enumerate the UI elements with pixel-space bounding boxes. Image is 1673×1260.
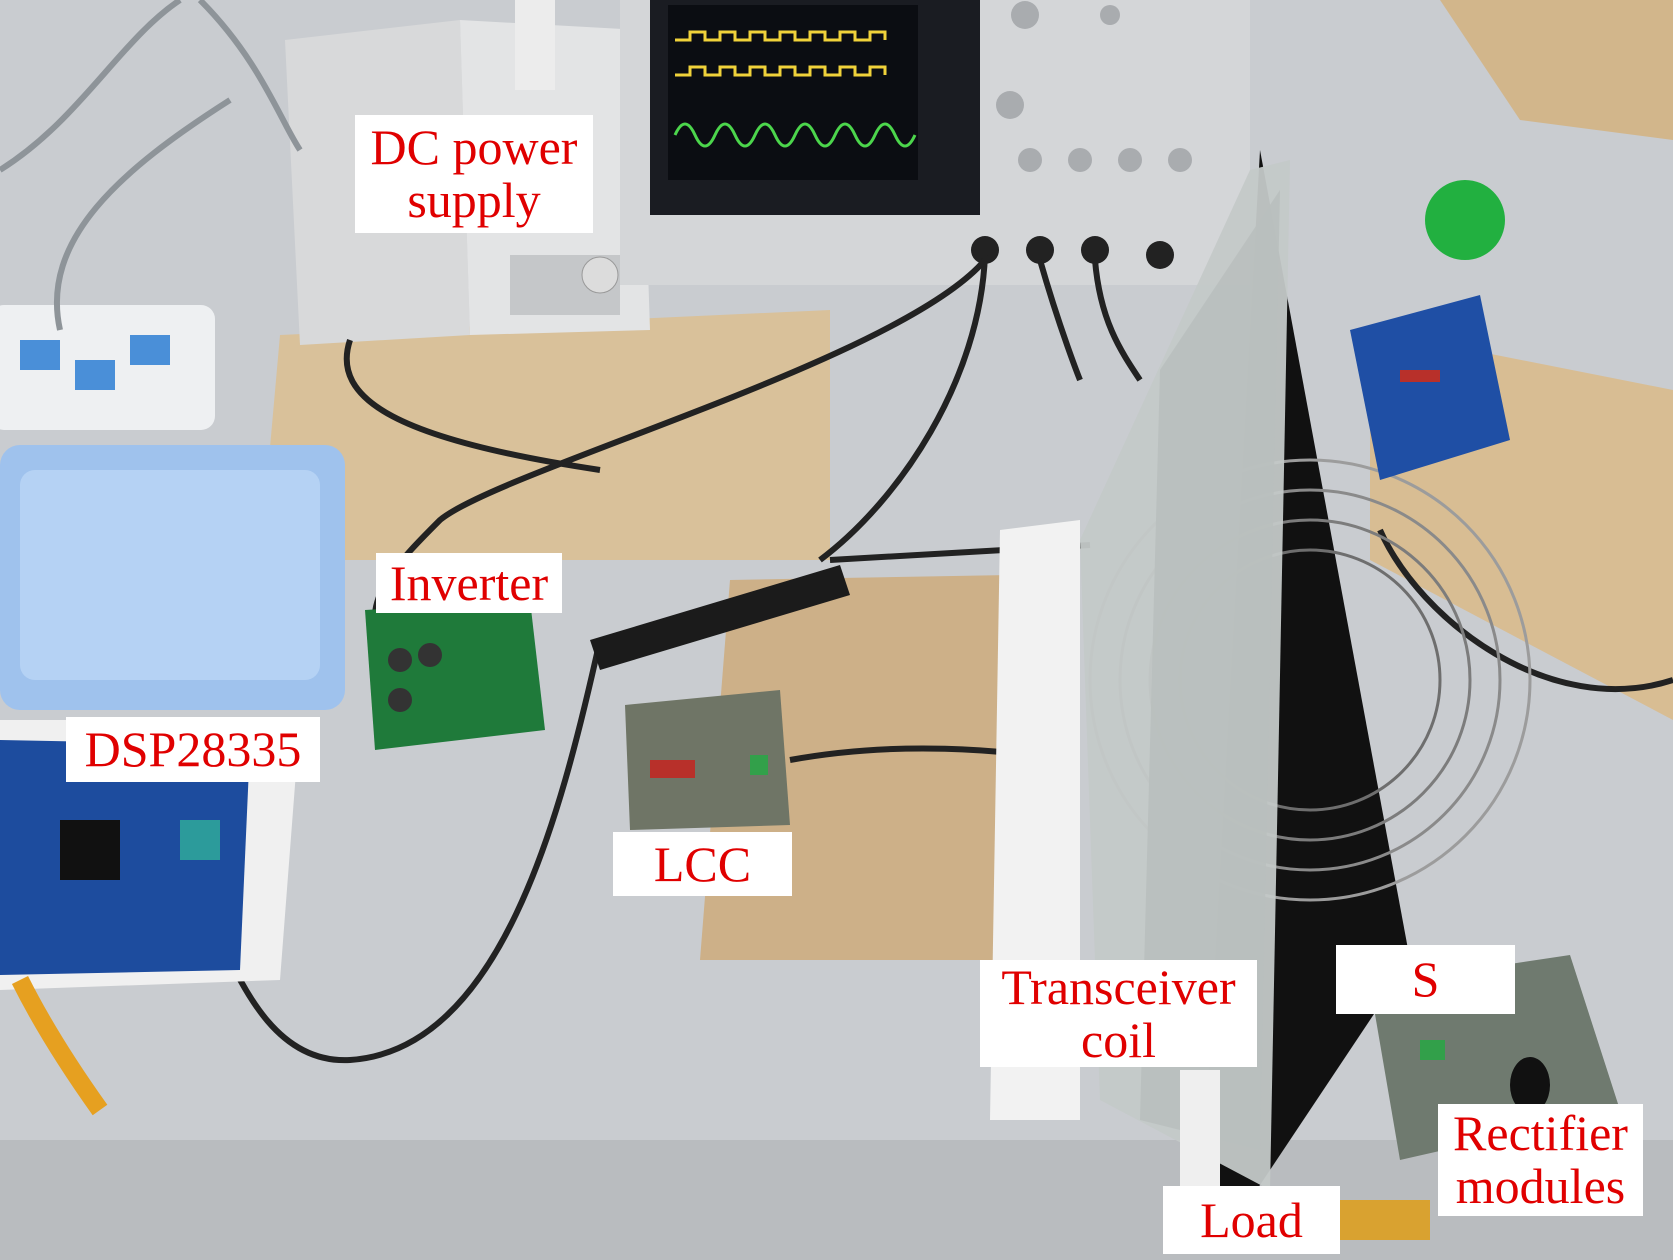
switch-board [1350,295,1510,480]
label-dc-power-supply: DC power supply [355,115,593,233]
label-text: DSP28335 [84,721,302,777]
label-inverter: Inverter [376,553,562,613]
label-switch: S [1336,945,1515,1014]
inverter-board [365,600,545,750]
label-lcc: LCC [613,832,792,896]
label-transceiver-coil: Transceiver coil [980,960,1257,1067]
label-text: supply [407,172,541,228]
label-dsp: DSP28335 [66,717,320,782]
label-text: S [1411,951,1440,1007]
label-text: Load [1200,1191,1303,1248]
label-text: DC power [370,119,578,175]
blue-box [0,445,345,710]
dsp-board [0,720,300,1116]
power-strip [0,305,215,430]
green-component [1425,180,1505,260]
cardboard-sheet [260,310,830,560]
label-rectifier-modules: Rectifier modules [1438,1104,1643,1216]
label-text: modules [1455,1158,1626,1214]
current-probe [590,565,850,670]
label-text: Rectifier [1453,1105,1628,1161]
label-load: Load [1163,1186,1340,1254]
label-text: Inverter [389,554,549,611]
label-text: coil [1081,1011,1156,1068]
lcc-board [625,690,790,830]
label-text: Transceiver [1001,958,1236,1015]
load-resistor [1340,1200,1430,1240]
cables [197,254,1673,1064]
oscilloscope [620,0,1250,285]
label-text: LCC [653,835,752,892]
